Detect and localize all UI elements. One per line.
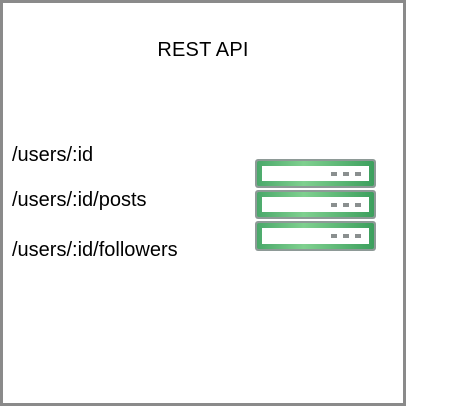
server-unit-3 bbox=[255, 221, 376, 251]
diagram-panel: REST API /users/:id /users/:id/posts /us… bbox=[0, 0, 406, 406]
endpoint-users-id-posts: /users/:id/posts bbox=[12, 189, 147, 211]
server-unit-2 bbox=[255, 190, 376, 219]
diagram-title: REST API bbox=[157, 39, 249, 61]
server-icon bbox=[253, 156, 379, 254]
server-unit-1 bbox=[255, 159, 376, 188]
endpoint-users-id-followers: /users/:id/followers bbox=[12, 239, 178, 261]
endpoint-users-id: /users/:id bbox=[12, 144, 94, 166]
